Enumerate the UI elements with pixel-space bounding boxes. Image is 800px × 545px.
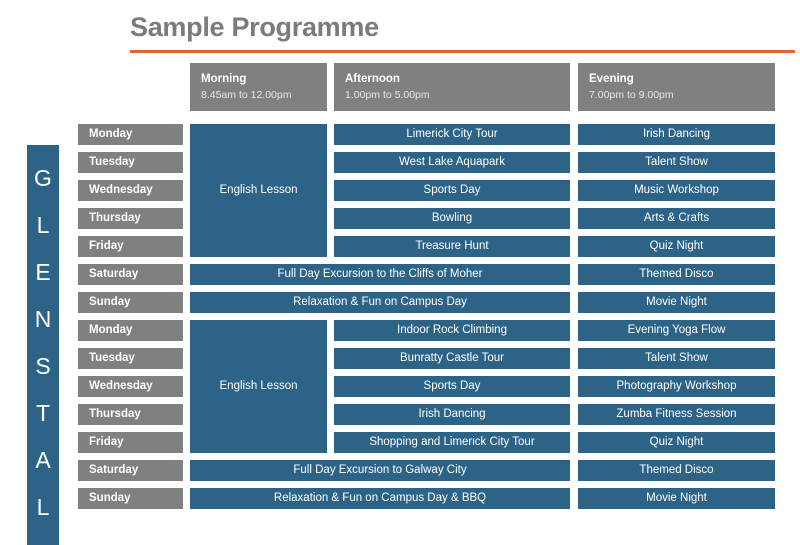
day-label-saturday: Saturday xyxy=(78,264,183,285)
day-label-sunday: Sunday xyxy=(78,292,183,313)
day-label-monday: Monday xyxy=(78,320,183,341)
afternoon-activity: Shopping and Limerick City Tour xyxy=(334,432,570,453)
evening-activity: Talent Show xyxy=(578,152,775,173)
fullday-activity: Relaxation & Fun on Campus Day & BBQ xyxy=(190,488,570,509)
afternoon-activity: Limerick City Tour xyxy=(334,124,570,145)
period-header-afternoon: Afternoon 1.00pm to 5.00pm xyxy=(334,63,570,111)
brand-letter: G xyxy=(34,165,52,191)
title-underline-rule xyxy=(130,50,795,53)
afternoon-activity: Sports Day xyxy=(334,180,570,201)
afternoon-activity: Indoor Rock Climbing xyxy=(334,320,570,341)
page-title: Sample Programme xyxy=(130,12,379,42)
evening-activity: Quiz Night xyxy=(578,432,775,453)
afternoon-activity: Treasure Hunt xyxy=(334,236,570,257)
day-label-friday: Friday xyxy=(78,432,183,453)
fullday-activity: Full Day Excursion to Galway City xyxy=(190,460,570,481)
evening-activity: Photography Workshop xyxy=(578,376,775,397)
day-label-sunday: Sunday xyxy=(78,488,183,509)
english-lesson-block: English Lesson xyxy=(190,320,327,453)
evening-activity: Quiz Night xyxy=(578,236,775,257)
brand-letter: E xyxy=(35,259,51,285)
evening-activity: Themed Disco xyxy=(578,460,775,481)
afternoon-activity: Irish Dancing xyxy=(334,404,570,425)
period-name: Evening xyxy=(589,72,634,85)
afternoon-activity: Bunratty Castle Tour xyxy=(334,348,570,369)
day-label-friday: Friday xyxy=(78,236,183,257)
day-label-monday: Monday xyxy=(78,124,183,145)
brand-letter: T xyxy=(35,400,51,426)
evening-activity: Zumba Fitness Session xyxy=(578,404,775,425)
evening-activity: Movie Night xyxy=(578,488,775,509)
evening-activity: Irish Dancing xyxy=(578,124,775,145)
day-label-tuesday: Tuesday xyxy=(78,152,183,173)
period-name: Morning xyxy=(201,72,247,85)
brand-letter: A xyxy=(35,447,51,473)
fullday-activity: Full Day Excursion to the Cliffs of Mohe… xyxy=(190,264,570,285)
afternoon-activity: Bowling xyxy=(334,208,570,229)
brand-letter: N xyxy=(34,306,52,332)
day-label-tuesday: Tuesday xyxy=(78,348,183,369)
evening-activity: Music Workshop xyxy=(578,180,775,201)
day-label-thursday: Thursday xyxy=(78,208,183,229)
period-name: Afternoon xyxy=(345,72,400,85)
day-label-saturday: Saturday xyxy=(78,460,183,481)
evening-activity: Evening Yoga Flow xyxy=(578,320,775,341)
evening-activity: Talent Show xyxy=(578,348,775,369)
afternoon-activity: West Lake Aquapark xyxy=(334,152,570,173)
brand-letter: L xyxy=(36,494,50,520)
period-time: 8.45am to 12.00pm xyxy=(201,89,292,102)
evening-activity: Arts & Crafts xyxy=(578,208,775,229)
evening-activity: Themed Disco xyxy=(578,264,775,285)
afternoon-activity: Sports Day xyxy=(334,376,570,397)
day-label-wednesday: Wednesday xyxy=(78,180,183,201)
period-header-evening: Evening 7.00pm to 9.00pm xyxy=(578,63,775,111)
brand-letter: L xyxy=(36,212,50,238)
period-header-morning: Morning 8.45am to 12.00pm xyxy=(190,63,327,111)
period-time: 1.00pm to 5.00pm xyxy=(345,89,430,102)
period-time: 7.00pm to 9.00pm xyxy=(589,89,674,102)
day-label-wednesday: Wednesday xyxy=(78,376,183,397)
evening-activity: Movie Night xyxy=(578,292,775,313)
fullday-activity: Relaxation & Fun on Campus Day xyxy=(190,292,570,313)
english-lesson-block: English Lesson xyxy=(190,124,327,257)
brand-letter: S xyxy=(35,353,51,379)
day-label-thursday: Thursday xyxy=(78,404,183,425)
